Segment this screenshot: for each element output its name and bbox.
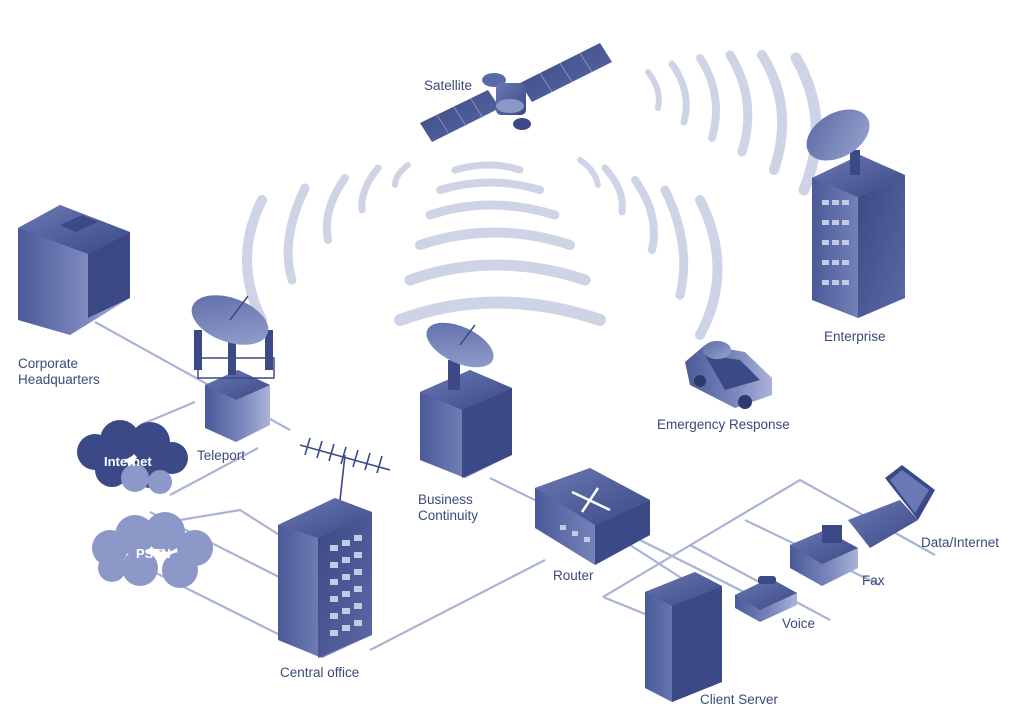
client-server-label: Client Server <box>700 692 779 707</box>
emergency-response-icon <box>685 341 772 409</box>
corporate-hq-label-1: Corporate <box>18 356 78 371</box>
voice-label: Voice <box>782 616 815 631</box>
internet-cloud-icon <box>77 420 188 494</box>
signal-waves <box>242 50 822 340</box>
satellite-icon <box>420 43 612 142</box>
data-internet-label: Data/Internet <box>921 535 999 550</box>
internet-label: Internet <box>104 454 152 469</box>
fax-label: Fax <box>862 573 885 588</box>
satellite-label: Satellite <box>424 78 472 93</box>
fax-icon <box>790 525 858 586</box>
connection-lines <box>94 321 936 651</box>
router-icon <box>535 468 650 565</box>
client-server-icon <box>645 572 722 702</box>
router-label: Router <box>553 568 594 583</box>
business-continuity-label-2: Continuity <box>418 508 478 523</box>
laptop-icon <box>848 465 935 548</box>
central-office-icon <box>278 437 391 658</box>
teleport-icon <box>191 295 275 442</box>
corporate-hq-label-2: Headquarters <box>18 372 100 387</box>
corporate-headquarters-icon <box>18 205 130 335</box>
enterprise-icon <box>806 109 905 318</box>
teleport-label: Teleport <box>197 448 245 463</box>
pstn-label: PSTN <box>136 546 171 561</box>
emergency-response-label: Emergency Response <box>657 417 790 432</box>
central-office-label: Central office <box>280 665 359 680</box>
enterprise-label: Enterprise <box>824 329 886 344</box>
business-continuity-icon <box>420 322 512 478</box>
phone-icon <box>735 576 797 622</box>
business-continuity-label-1: Business <box>418 492 473 507</box>
pstn-cloud-icon <box>92 512 213 588</box>
